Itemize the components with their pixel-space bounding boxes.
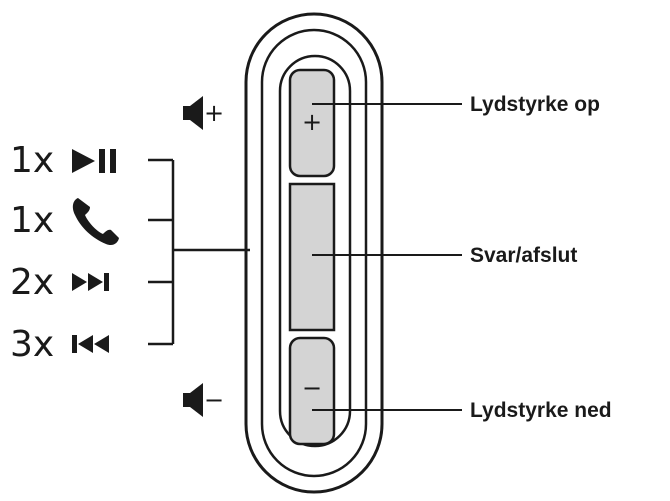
volume-up-button[interactable] [288, 68, 336, 178]
phone-icon [72, 198, 119, 246]
speaker-icon [183, 96, 203, 130]
action-count-previous: 3x [10, 324, 54, 365]
volume-down-button[interactable] [288, 336, 336, 446]
volume-down-button-sign: − [302, 374, 322, 402]
action-count-next: 2x [10, 262, 54, 303]
button-panel [278, 54, 352, 448]
remote-body-inner [260, 28, 368, 478]
action-bracket [148, 158, 250, 346]
answer-end-button[interactable] [288, 182, 336, 332]
action-count-answer: 1x [10, 200, 54, 241]
label-volume-down: Lydstyrke ned [470, 399, 612, 422]
action-count-play-pause: 1x [10, 140, 54, 181]
next-track-icon [72, 273, 109, 291]
label-answer-end: Svar/afslut [470, 244, 577, 267]
volume-down-sign: − [204, 386, 224, 414]
volume-up-button-sign: + [302, 108, 322, 136]
label-volume-up: Lydstyrke op [470, 93, 600, 116]
speaker-icon [183, 383, 203, 417]
play-pause-icon [72, 149, 116, 173]
previous-track-icon [72, 335, 109, 353]
volume-up-sign: + [204, 99, 224, 127]
